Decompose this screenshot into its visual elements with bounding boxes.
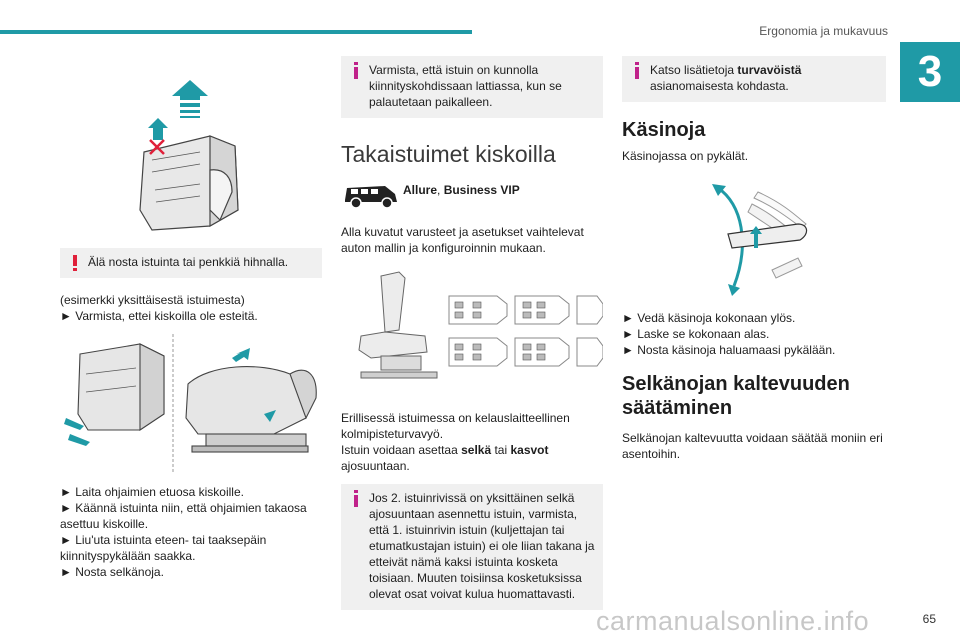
column-2: Varmista, että istuin on kunnolla kiinni… — [341, 56, 603, 610]
info-icon — [354, 490, 358, 507]
info-note-seatbelts: Katso lisätietoja turvavöistä asianomais… — [622, 56, 886, 102]
top-accent-bar — [0, 30, 472, 34]
van-icon — [345, 186, 397, 209]
backrest-description: Selkänojan kaltevuutta voidaan säätää mo… — [622, 431, 883, 461]
intro-text: Alla kuvatut varusteet ja asetukset vaih… — [341, 225, 584, 255]
info-text-c: asianomaisesta kohdasta. — [650, 79, 789, 93]
info-icon — [354, 62, 358, 79]
armrest-description: Käsinojassa on pykälät. — [622, 149, 749, 163]
seatbelts-link-text: turvavöistä — [737, 63, 802, 77]
step-list-item: ► Nosta selkänoja. — [60, 565, 164, 579]
armrest-step: ► Vedä käsinoja kokonaan ylös. — [622, 311, 796, 325]
info-text-bottom: Jos 2. istuinrivissä on yksittäinen selk… — [369, 491, 595, 601]
orientation-text: Istuin voidaan asettaa selkä tai kasvot … — [341, 442, 603, 474]
step-list-item: ► Käännä istuinta niin, että ohjaimien t… — [60, 501, 307, 531]
section-title: Ergonomia ja mukavuus — [759, 24, 888, 38]
info-note-bottom: Jos 2. istuinrivissä on yksittäinen selk… — [341, 484, 603, 610]
page-number: 65 — [922, 612, 936, 626]
step-list-item: ► Liu'uta istuinta eteen- tai taaksepäin… — [60, 533, 267, 563]
warning-note: Älä nosta istuinta tai penkkiä hihnalla. — [60, 248, 322, 278]
example-text: (esimerkki yksittäisestä istuimesta) — [60, 293, 245, 307]
info-text-a: Katso lisätietoja — [650, 63, 738, 77]
step-list-item: ► Laita ohjaimien etuosa kiskoille. — [60, 485, 244, 499]
orientation-text-e: ajosuuntaan. — [341, 459, 410, 473]
armrest-illustration — [712, 184, 808, 296]
step-check-rails: ► Varmista, ettei kiskoilla ole esteitä. — [60, 309, 258, 323]
version-business-vip: Business VIP — [443, 183, 520, 197]
orientation-text-c: tai — [491, 443, 511, 457]
column-3: Katso lisätietoja turvavöistä asianomais… — [622, 56, 886, 462]
armrest-heading: Käsinoja — [622, 119, 706, 141]
version-allure: Allure — [403, 183, 438, 197]
watermark: carmanualsonline.info — [596, 606, 870, 636]
column-1: Älä nosta istuinta tai penkkiä hihnalla.… — [60, 60, 322, 580]
info-text-top: Varmista, että istuin on kunnolla kiinni… — [369, 63, 562, 109]
section-heading: Takaistuimet kiskoilla — [341, 141, 556, 167]
armrest-step: ► Laske se kokonaan alas. — [622, 327, 770, 341]
seat-configuration-illustration — [358, 271, 603, 379]
warning-exclamation-icon — [73, 255, 77, 271]
backrest-heading: Selkänojan kaltevuuden säätäminen — [622, 373, 850, 419]
orientation-text-a: Istuin voidaan asettaa — [341, 443, 462, 457]
orientation-forward: kasvot — [510, 443, 549, 457]
version-separator: , — [437, 183, 444, 197]
rail-mounting-illustration — [64, 334, 317, 474]
version-row: Allure, Business VIP — [341, 180, 603, 214]
orientation-backward: selkä — [461, 443, 492, 457]
warning-text: Älä nosta istuinta tai penkkiä hihnalla. — [88, 255, 289, 269]
info-icon — [635, 62, 639, 79]
armrest-step: ► Nosta käsinoja haluamaasi pykälään. — [622, 343, 836, 357]
seat-lift-illustration — [139, 80, 239, 231]
belt-text: Erillisessä istuimessa on kelauslaitteel… — [341, 411, 570, 441]
chapter-badge: 3 — [900, 42, 960, 102]
info-text-seatbelts: Katso lisätietoja turvavöistä asianomais… — [630, 62, 878, 94]
info-note-top: Varmista, että istuin on kunnolla kiinni… — [341, 56, 603, 118]
